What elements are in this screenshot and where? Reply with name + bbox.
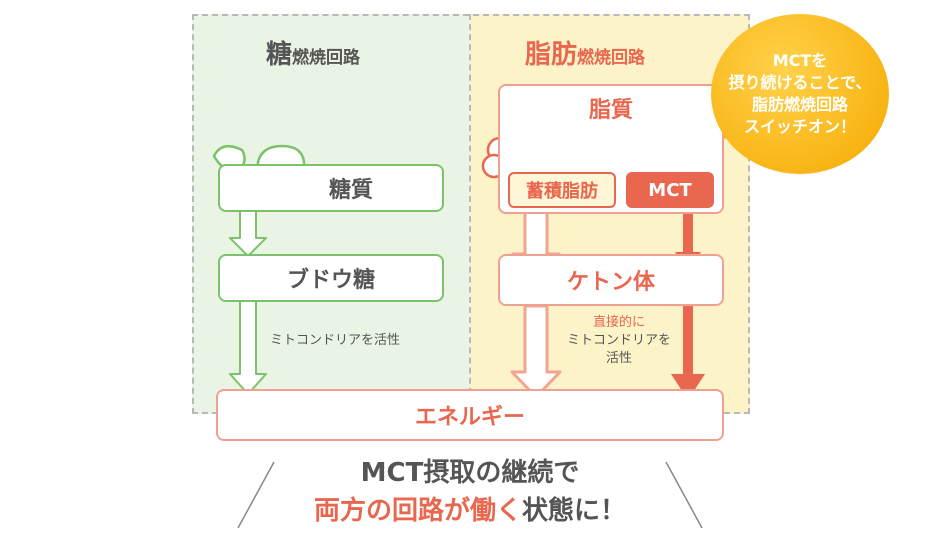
bubble-line1: MCTを [772,51,828,70]
box-sugar: 糖質 [218,164,444,212]
bubble-line3: 脂肪燃焼回路 [751,95,848,114]
sugar-circuit-title: 糖燃焼回路 [266,34,360,71]
sugar-title-sub: 燃焼回路 [292,48,361,68]
bottom-accent-text: 両方の回路が働く [313,496,522,526]
box-mct: MCT [626,172,714,208]
label-direct-line1: 直接的に [592,315,645,330]
switch-on-bubble: MCTを 摂り続けることで、 脂肪燃焼回路 スイッチオン！ [711,14,889,174]
bottom-rest-text: 状態に！ [522,496,627,526]
sugar-circuit-panel [192,14,470,414]
bottom-right-slash [665,461,703,529]
bottom-message-line2: 両方の回路が働く状態に！ [0,490,940,527]
fat-title-main: 脂肪 [525,40,578,70]
box-stored-fat: 蓄積脂肪 [508,172,616,208]
bubble-line2: 摂り続けることで、 [728,73,872,92]
box-energy: エネルギー [216,389,724,441]
label-mito-activate: ミトコンドリアを活性 [270,333,401,348]
arrow-ketone-to-energy [510,304,562,399]
sugar-title-main: 糖 [266,40,293,70]
box-lipid-label: 脂質 [588,98,633,123]
panels-divider [469,14,471,414]
arrow-glucose-to-energy [229,299,267,395]
bottom-left-slash [237,461,275,529]
label-direct-mito: 直接的に ミトコンドリアを 活性 [564,314,674,368]
fat-circuit-title: 脂肪燃焼回路 [525,34,645,71]
label-direct-line2: ミトコンドリアを [566,333,671,348]
arrow-mct-direct-to-energy [671,306,705,400]
bubble-line4: スイッチオン！ [743,117,856,136]
box-glucose: ブドウ糖 [218,254,444,302]
box-ketone: ケトン体 [498,254,724,306]
bottom-message-line1: MCT摂取の継続で [360,458,580,488]
fat-circuit-panel [470,14,750,414]
arrow-sugar-to-glucose [229,209,267,257]
fat-title-sub: 燃焼回路 [577,48,646,68]
label-direct-line3: 活性 [605,351,632,366]
